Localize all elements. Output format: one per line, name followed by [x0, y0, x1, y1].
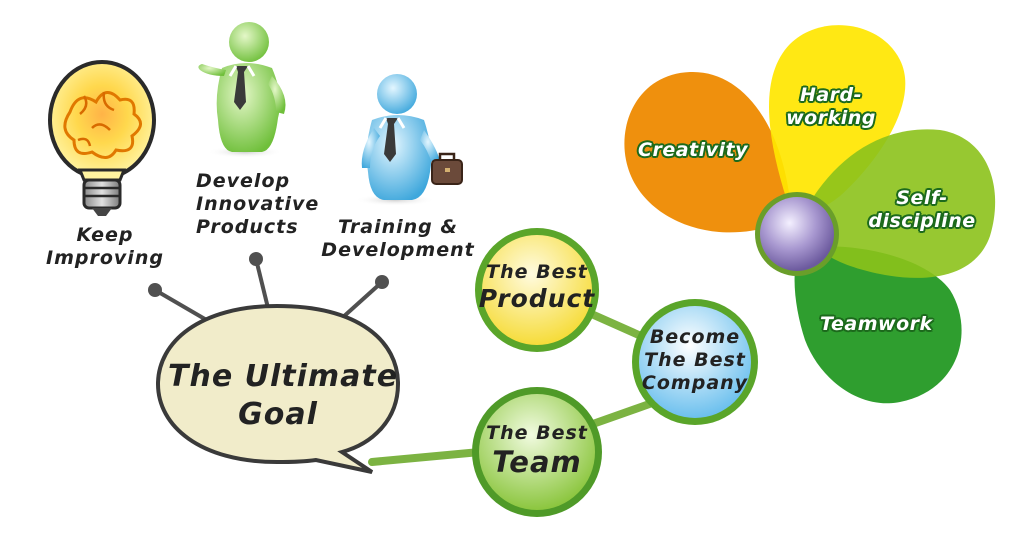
label-hardworking: Hard- working — [776, 84, 886, 130]
label-line: Product — [478, 283, 596, 313]
label-best-company: Become The Best Company — [635, 326, 755, 394]
label-training-development: Training & Development — [320, 216, 476, 262]
label-line: Improving — [46, 246, 164, 269]
label-line: Innovative — [196, 192, 320, 215]
goal-speech-bubble — [155, 303, 401, 474]
label-line: The Best — [486, 422, 588, 444]
green-person-icon — [198, 22, 286, 158]
label-line: Keep — [76, 224, 134, 246]
briefcase-icon — [431, 152, 463, 185]
label-selfdiscipline: Self- discipline — [860, 187, 984, 233]
label-best-team: The Best Team — [475, 422, 599, 480]
petal-creativity — [624, 71, 791, 233]
label-line: The Ultimate — [168, 359, 399, 394]
label-line: Develop — [196, 170, 291, 192]
label-line: Development — [321, 238, 475, 261]
label-line: Company — [641, 371, 749, 394]
label-line: Products — [196, 215, 299, 238]
petal-selfdiscipline — [800, 129, 996, 278]
label-line: Self- — [896, 187, 948, 209]
lightbulb-icon — [48, 60, 156, 216]
label-line: The Best — [486, 261, 588, 283]
blue-person-icon — [355, 74, 463, 206]
best-company-circle — [632, 299, 758, 425]
label-line: Team — [492, 444, 582, 479]
label-line: Hard- — [799, 84, 863, 106]
label-creativity: Creativity — [638, 139, 748, 161]
label-teamwork: Teamwork — [820, 313, 933, 335]
values-flower — [624, 25, 996, 404]
label-line: discipline — [868, 209, 976, 232]
best-product-circle — [475, 228, 599, 352]
label-ultimate-goal: The Ultimate Goal — [168, 358, 399, 433]
petal-hardworking — [769, 25, 906, 214]
label-line: working — [786, 106, 876, 129]
label-line: The Best — [644, 348, 746, 371]
label-line: Goal — [238, 396, 318, 432]
petal-teamwork — [794, 246, 962, 404]
label-best-product: The Best Product — [477, 261, 597, 314]
label-develop-products: Develop Innovative Products — [196, 170, 332, 238]
label-line: Training & — [338, 216, 458, 238]
goal-bubble-spikes — [148, 252, 389, 324]
best-team-circle — [472, 387, 602, 517]
label-line: Become — [649, 326, 741, 348]
label-keep-improving: Keep Improving — [40, 224, 170, 270]
